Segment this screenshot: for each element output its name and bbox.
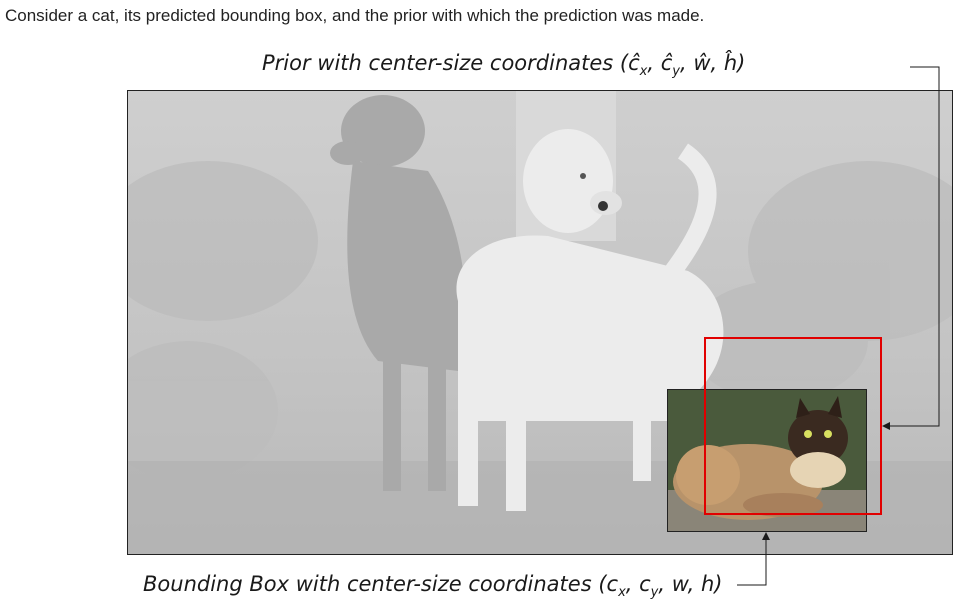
cat-ear-left — [796, 398, 810, 418]
cat-scene — [668, 390, 866, 531]
cat-eye-left — [804, 430, 812, 438]
cat-tail-fur — [676, 445, 740, 505]
intro-text: Consider a cat, its predicted bounding b… — [5, 6, 705, 25]
bbox-caption: Bounding Box with center-size coordinate… — [143, 572, 723, 601]
white-dog — [456, 129, 724, 511]
cat-head — [788, 410, 848, 466]
cat-chest — [790, 452, 846, 488]
prior-connector-line — [887, 66, 940, 427]
foliage — [128, 161, 952, 481]
dog-nose — [598, 201, 608, 211]
bbox-connector-line — [737, 537, 767, 586]
cat-ear-right — [828, 396, 842, 418]
bbox-arrowhead — [762, 532, 770, 540]
golden-retriever — [330, 95, 466, 491]
cat-photo — [667, 389, 867, 532]
prior-arrowhead — [882, 422, 890, 430]
dog-eye — [580, 173, 586, 179]
prior-box — [704, 337, 882, 515]
cat-eye-right — [824, 430, 832, 438]
prior-caption: Prior with center-size coordinates (ĉx, … — [262, 51, 746, 80]
cat-paws — [743, 493, 823, 517]
